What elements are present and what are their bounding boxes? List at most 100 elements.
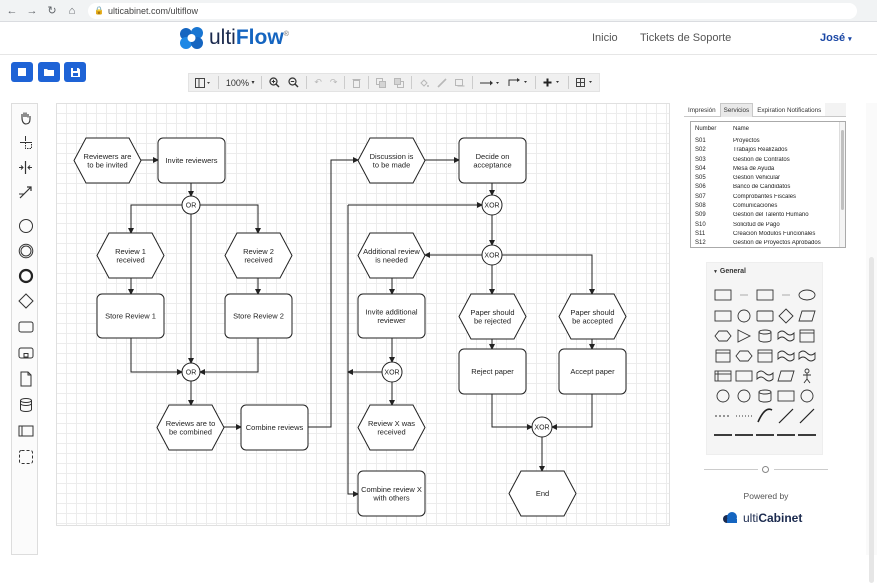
square-icon[interactable]: [714, 310, 732, 322]
tab-impresion[interactable]: Impresión: [688, 107, 716, 114]
tape-icon[interactable]: [777, 350, 795, 362]
tab-servicios[interactable]: Servicios: [719, 103, 754, 117]
open-file-button[interactable]: [38, 62, 60, 82]
to-front-button[interactable]: [372, 73, 390, 92]
ellipse-icon[interactable]: [798, 289, 816, 301]
user-menu[interactable]: José ▾: [820, 32, 852, 44]
connector-tool[interactable]: [17, 184, 34, 201]
back-icon[interactable]: ←: [6, 4, 18, 17]
display-icon[interactable]: [777, 390, 795, 402]
data-storage-icon[interactable]: [758, 389, 772, 403]
connector-arrow[interactable]: [551, 394, 593, 430]
zoom-select[interactable]: 100% ▾: [225, 77, 255, 88]
cylinder-icon[interactable]: [758, 329, 772, 343]
format-panel-button[interactable]: [191, 73, 215, 92]
event-shape-tool[interactable]: [17, 217, 34, 234]
step-icon[interactable]: [735, 350, 753, 362]
trapezoid-icon[interactable]: [777, 370, 795, 382]
gateway-node[interactable]: XOR: [531, 416, 553, 438]
zoom-in-button[interactable]: [265, 73, 284, 92]
reload-icon[interactable]: ↻: [47, 5, 57, 17]
gateway-node[interactable]: XOR: [481, 194, 503, 216]
services-scroll-thumb[interactable]: [841, 130, 844, 210]
split-tool[interactable]: [17, 159, 34, 176]
intermediate-event-tool[interactable]: [17, 242, 34, 259]
connector-arrow[interactable]: [128, 204, 182, 234]
tab-expiration-notifications[interactable]: Expiration Notifications: [757, 107, 822, 114]
connector-arrow[interactable]: [130, 338, 183, 375]
nav-tickets-de-soporte[interactable]: Tickets de Soporte: [640, 32, 732, 44]
cloud-icon[interactable]: [777, 330, 795, 342]
connector-arrow[interactable]: [347, 205, 359, 497]
connector-arrow[interactable]: [199, 338, 259, 375]
parallelogram-icon[interactable]: [798, 310, 816, 322]
function-node[interactable]: Accept paper: [558, 348, 627, 395]
callout-icon[interactable]: [756, 370, 774, 382]
save-file-button[interactable]: [64, 62, 86, 82]
forward-icon[interactable]: →: [26, 4, 38, 17]
subprocess-tool[interactable]: [17, 344, 34, 361]
triangle-icon[interactable]: [737, 329, 752, 343]
ultiflow-logo[interactable]: ultiFlow®: [178, 26, 289, 50]
redo-button[interactable]: ↷: [326, 73, 342, 92]
fill-color-button[interactable]: [415, 73, 433, 92]
gateway-node[interactable]: OR: [181, 362, 201, 382]
arrow-icon[interactable]: [799, 408, 815, 424]
task-tool[interactable]: [17, 318, 34, 335]
cube2-icon[interactable]: [757, 349, 773, 363]
insert-button[interactable]: [539, 73, 565, 92]
gateway-node[interactable]: XOR: [381, 361, 403, 383]
connection-style-button[interactable]: [476, 73, 504, 92]
waypoints-button[interactable]: [504, 73, 532, 92]
pan-tool[interactable]: [17, 109, 34, 126]
hexagon-icon[interactable]: [714, 330, 732, 342]
gateway-node[interactable]: OR: [181, 195, 201, 215]
document-icon[interactable]: [799, 329, 815, 343]
group-tool[interactable]: [17, 448, 34, 465]
line-color-button[interactable]: [433, 73, 451, 92]
connector-arrow[interactable]: [308, 157, 359, 428]
connector-arrow[interactable]: [502, 254, 595, 295]
textbox-icon[interactable]: [756, 289, 774, 301]
pool-tool[interactable]: [17, 422, 34, 439]
cube-icon[interactable]: [715, 349, 731, 363]
page-scroll-thumb[interactable]: [869, 257, 874, 583]
event-node[interactable]: End: [508, 470, 577, 517]
shadow-button[interactable]: [451, 73, 469, 92]
rect-icon[interactable]: [714, 289, 732, 301]
undo-button[interactable]: ↶: [310, 73, 326, 92]
wave-icon[interactable]: [798, 350, 816, 362]
page-scrollbar[interactable]: [866, 103, 877, 583]
function-node[interactable]: Reject paper: [458, 348, 527, 395]
shapes-section-general[interactable]: ▼ General: [713, 268, 746, 275]
diamond-icon[interactable]: [778, 308, 794, 324]
function-node[interactable]: Store Review 1: [96, 293, 165, 339]
table-button[interactable]: [572, 73, 599, 92]
function-node[interactable]: Store Review 2: [224, 293, 293, 339]
internal-storage-icon[interactable]: [714, 370, 732, 382]
function-node[interactable]: Combine reviews: [240, 404, 309, 451]
data-object-tool[interactable]: [17, 370, 34, 387]
card-icon[interactable]: [735, 370, 753, 382]
services-scrollbar[interactable]: [839, 122, 845, 247]
